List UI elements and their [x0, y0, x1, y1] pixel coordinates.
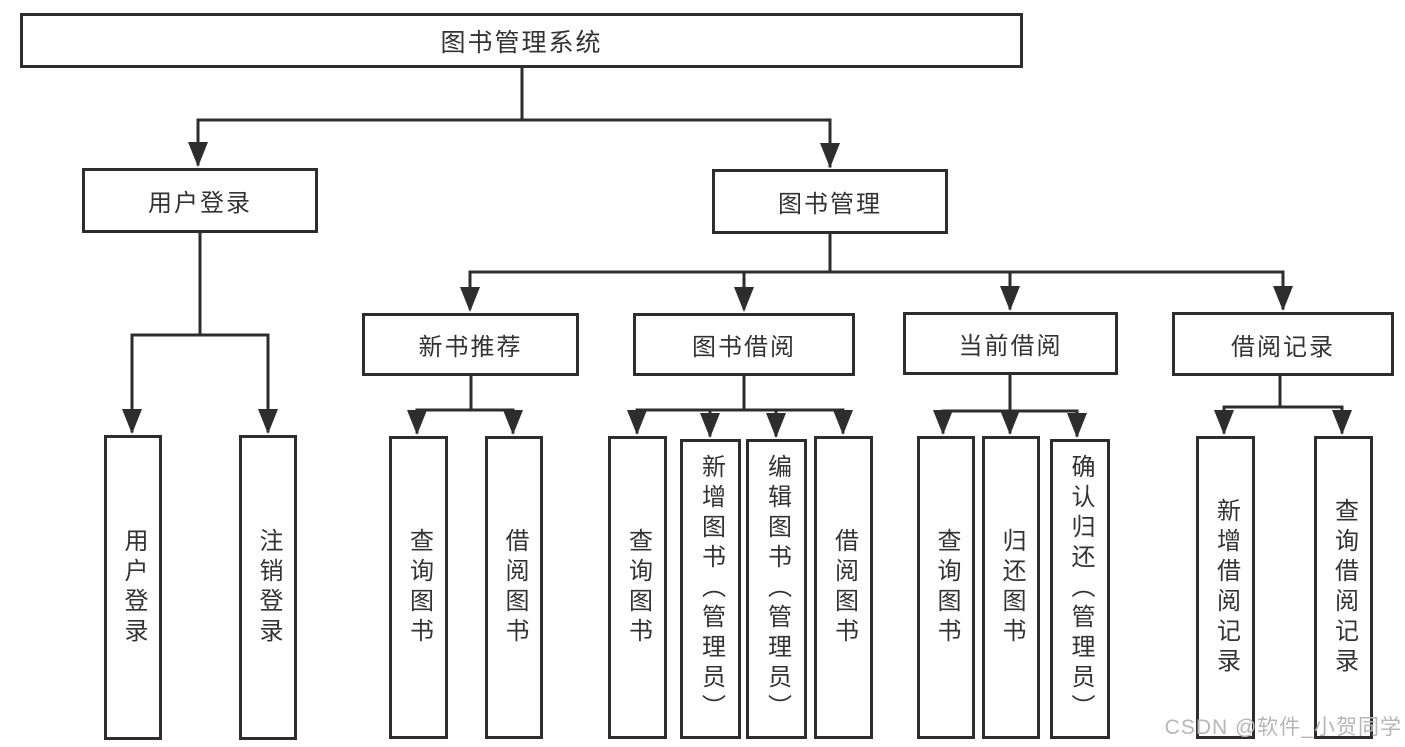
- leaf-return-books: 归还图书: [982, 436, 1040, 739]
- node-borrowing-records: 借阅记录: [1172, 312, 1394, 376]
- leaf-label: 查询图书: [624, 527, 652, 648]
- leaf-borrowing-query-books: 查询图书: [608, 436, 667, 739]
- leaf-label: 新增图书（管理员）: [697, 454, 725, 724]
- node-label: 借阅记录: [1231, 333, 1335, 361]
- leaf-label: 查询借阅记录: [1330, 497, 1358, 678]
- node-label: 当前借阅: [958, 333, 1063, 360]
- node-label: 图书管理系统: [440, 28, 603, 57]
- node-current-borrowing: 当前借阅: [903, 312, 1118, 375]
- node-library-management-system: 图书管理系统: [20, 13, 1023, 68]
- leaf-add-books-admin: 新增图书（管理员）: [680, 439, 741, 739]
- node-label: 用户登录: [148, 190, 252, 217]
- leaf-query-borrow-record: 查询借阅记录: [1314, 436, 1373, 739]
- node-label: 图书借阅: [692, 334, 796, 361]
- node-label: 新书推荐: [418, 334, 523, 361]
- leaf-label: 查询图书: [405, 527, 433, 648]
- leaf-label: 归还图书: [998, 527, 1025, 648]
- leaf-label: 借阅图书: [501, 527, 528, 648]
- leaf-label: 借阅图书: [830, 527, 858, 648]
- node-label: 图书管理: [778, 191, 882, 218]
- leaf-confirm-return-admin: 确认归还（管理员）: [1050, 439, 1110, 739]
- leaf-edit-books-admin: 编辑图书（管理员）: [746, 439, 807, 739]
- leaf-logout: 注销登录: [239, 435, 297, 740]
- leaf-label: 新增借阅记录: [1212, 497, 1240, 678]
- leaf-label: 编辑图书（管理员）: [763, 454, 791, 724]
- node-user-login: 用户登录: [82, 168, 318, 233]
- leaf-add-borrow-record: 新增借阅记录: [1196, 436, 1255, 739]
- node-book-borrowing: 图书借阅: [633, 313, 855, 376]
- watermark: CSDN @软件_小贺同学: [1164, 716, 1402, 739]
- node-book-management: 图书管理: [712, 169, 948, 234]
- leaf-recommend-borrow-books: 借阅图书: [485, 436, 543, 739]
- leaf-current-query-books: 查询图书: [917, 436, 975, 739]
- leaf-borrowing-borrow-books: 借阅图书: [814, 436, 873, 739]
- leaf-label: 用户登录: [120, 527, 147, 648]
- leaf-label: 确认归还（管理员）: [1067, 454, 1094, 724]
- leaf-user-login: 用户登录: [104, 435, 162, 740]
- leaf-label: 注销登录: [255, 527, 282, 648]
- node-new-book-recommend: 新书推荐: [362, 313, 579, 376]
- leaf-recommend-query-books: 查询图书: [389, 436, 448, 739]
- leaf-label: 查询图书: [933, 527, 960, 648]
